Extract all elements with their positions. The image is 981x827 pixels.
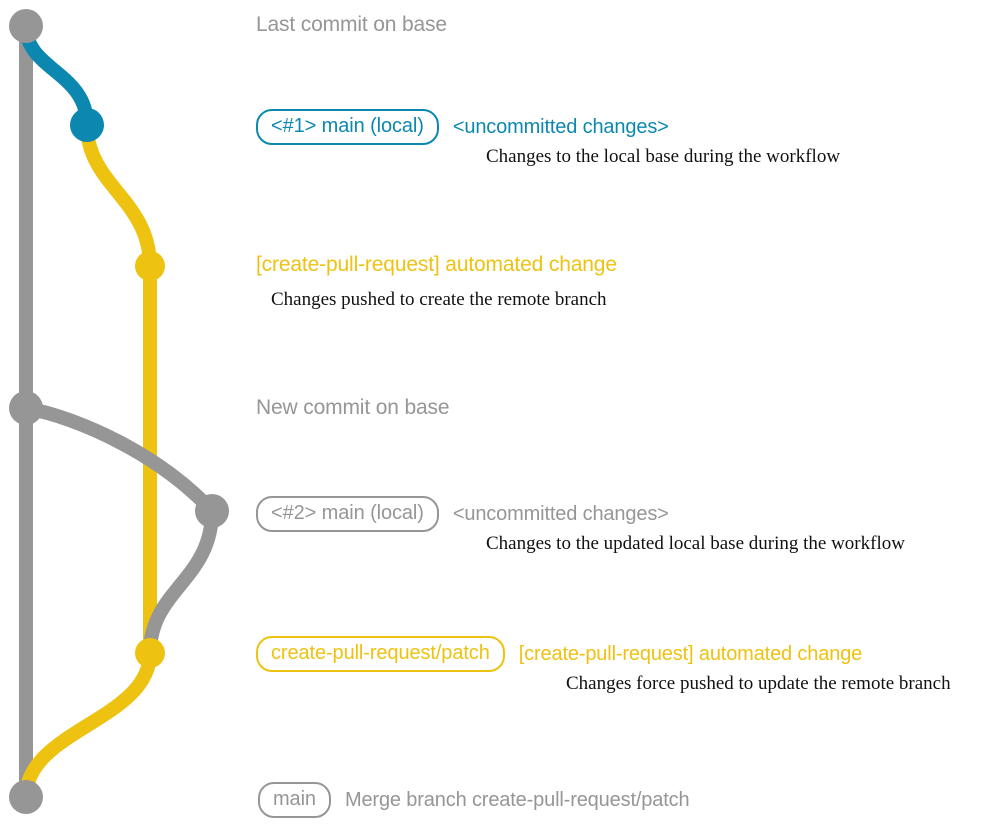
commit-nodes (9, 9, 229, 814)
description-automated-change-2: Changes force pushed to update the remot… (566, 673, 951, 694)
node-base-last[interactable] (9, 9, 43, 43)
badge-local-branch-2[interactable]: <#2> main (local) (256, 496, 439, 532)
node-patch-2[interactable] (135, 638, 165, 668)
badge-local-branch-1[interactable]: <#1> main (local) (256, 109, 439, 145)
headline-last-commit-on-base: Last commit on base (256, 13, 447, 36)
headline-uncommitted-changes-2: <uncommitted changes> (452, 503, 669, 525)
headline-merge-commit: Merge branch create-pull-request/patch (344, 789, 690, 811)
row-new-commit-on-base: New commit on base (256, 396, 450, 420)
row-last-commit-on-base: Last commit on base (256, 13, 447, 37)
description-local-branch-1: Changes to the local base during the wor… (486, 146, 841, 167)
headline-new-commit-on-base: New commit on base (256, 396, 450, 419)
description-local-branch-2: Changes to the updated local base during… (486, 533, 905, 554)
row-automated-change-1: [create-pull-request] automated change (256, 253, 617, 277)
row-local-branch-2: <#2> main (local) <uncommitted changes> (256, 496, 669, 532)
headline-uncommitted-changes-1: <uncommitted changes> (452, 116, 669, 138)
row-automated-change-2: create-pull-request/patch [create-pull-r… (256, 636, 862, 672)
badge-create-pull-request-patch[interactable]: create-pull-request/patch (256, 636, 505, 672)
node-local-1[interactable] (70, 108, 104, 142)
headline-automated-change-1: [create-pull-request] automated change (256, 253, 617, 276)
edge-basenew-to-local2 (19, 401, 219, 518)
row-merge-commit: main Merge branch create-pull-request/pa… (258, 782, 690, 818)
node-base-new[interactable] (9, 391, 43, 425)
edge-local1-to-patch1 (80, 118, 157, 273)
node-patch-1[interactable] (135, 251, 165, 281)
node-base-merge[interactable] (9, 780, 43, 814)
node-local-2[interactable] (195, 494, 229, 528)
headline-automated-change-2: [create-pull-request] automated change (518, 643, 863, 665)
edge-patch2-to-merge (19, 646, 157, 804)
row-local-branch-1: <#1> main (local) <uncommitted changes> (256, 109, 669, 145)
description-automated-change-1: Changes pushed to create the remote bran… (271, 289, 607, 310)
edge-local2-to-patch2 (143, 504, 219, 660)
badge-main[interactable]: main (258, 782, 331, 818)
